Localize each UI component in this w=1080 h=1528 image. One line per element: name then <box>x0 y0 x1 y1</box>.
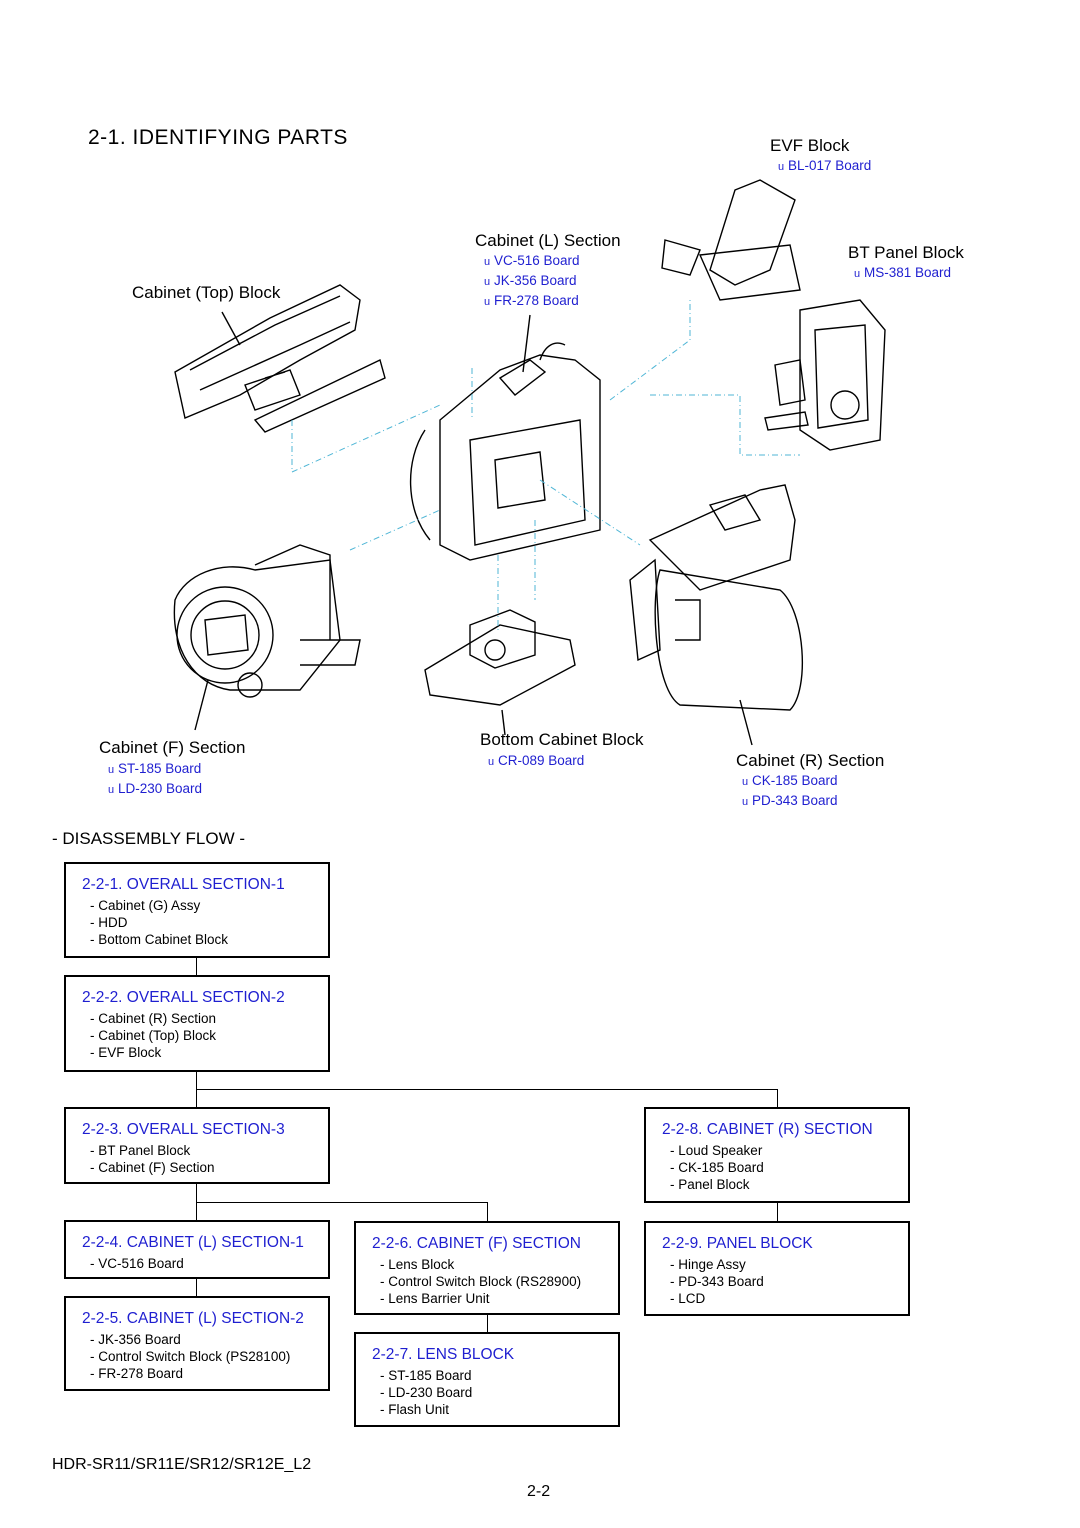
board-marker-icon: u <box>742 796 749 808</box>
flow-box-item: - VC-516 Board <box>90 1256 184 1271</box>
cabinet-r-part <box>648 484 796 591</box>
flow-box-item: - PD-343 Board <box>670 1274 764 1289</box>
cabinet-l-section-label: Cabinet (L) Section <box>475 231 621 250</box>
flow-box-item: - Flash Unit <box>380 1402 450 1417</box>
flow-box-item: - Cabinet (R) Section <box>90 1011 217 1026</box>
page-title: 2-1. IDENTIFYING PARTS <box>88 126 348 149</box>
bottom-cabinet-part <box>424 624 576 706</box>
cabinet-top-part <box>174 284 361 419</box>
board-marker-icon: u <box>742 776 749 788</box>
flow-box-item: - Panel Block <box>670 1177 750 1192</box>
flow-connector <box>487 1202 488 1221</box>
cabinet-top-block-label: Cabinet (Top) Block <box>132 283 281 302</box>
flow-box-overall-section-1[interactable]: 2-2-1. OVERALL SECTION-1 - Cabinet (G) A… <box>64 862 330 958</box>
bottom-cabinet-block-label: Bottom Cabinet Block <box>480 730 644 749</box>
flow-box-overall-section-3[interactable]: 2-2-3. OVERALL SECTION-3 - BT Panel Bloc… <box>64 1107 330 1184</box>
board-marker-icon: u <box>484 296 491 308</box>
cabinet-l-part <box>439 354 601 561</box>
evf-part <box>709 179 796 286</box>
flow-box-item: - Loud Speaker <box>670 1143 763 1158</box>
flow-box-title[interactable]: 2-2-4. CABINET (L) SECTION-1 <box>82 1234 304 1251</box>
board-marker-icon: u <box>108 784 115 796</box>
board-marker-icon: u <box>484 276 491 288</box>
flow-box-title[interactable]: 2-2-1. OVERALL SECTION-1 <box>82 876 285 893</box>
board-marker-icon: u <box>778 161 785 173</box>
exploded-view-illustration <box>173 179 886 746</box>
flow-box-item: - Lens Barrier Unit <box>380 1291 490 1306</box>
flow-box-cabinet-f-section[interactable]: 2-2-6. CABINET (F) SECTION - Lens Block … <box>354 1221 620 1315</box>
evf-block-label: EVF Block <box>770 136 850 155</box>
lcd-panel-part <box>654 569 804 711</box>
flow-connector <box>196 958 197 975</box>
flow-box-item: - ST-185 Board <box>380 1368 472 1383</box>
flow-connector <box>487 1315 488 1332</box>
flow-box-item: - Control Switch Block (PS28100) <box>90 1349 291 1364</box>
flow-box-item: - FR-278 Board <box>90 1366 184 1381</box>
bt-panel-block-label: BT Panel Block <box>848 243 964 262</box>
flow-box-lens-block[interactable]: 2-2-7. LENS BLOCK - ST-185 Board - LD-23… <box>354 1332 620 1427</box>
flow-box-item: - JK-356 Board <box>90 1332 181 1347</box>
board-marker-icon: u <box>484 256 491 268</box>
flow-box-title[interactable]: 2-2-2. OVERALL SECTION-2 <box>82 989 285 1006</box>
page-number: 2-2 <box>527 1483 551 1500</box>
flow-box-item: - Bottom Cabinet Block <box>90 932 229 947</box>
flow-connector <box>196 1202 488 1203</box>
flow-box-cabinet-r-section[interactable]: 2-2-8. CABINET (R) SECTION - Loud Speake… <box>644 1107 910 1203</box>
flow-box-item: - LD-230 Board <box>380 1385 473 1400</box>
flow-box-overall-section-2[interactable]: 2-2-2. OVERALL SECTION-2 - Cabinet (R) S… <box>64 975 330 1072</box>
flow-connector <box>777 1089 778 1107</box>
flow-box-item: - CK-185 Board <box>670 1160 764 1175</box>
flow-box-item: - Hinge Assy <box>670 1257 746 1272</box>
flow-box-item: - Cabinet (Top) Block <box>90 1028 217 1043</box>
flow-box-item: - Cabinet (G) Assy <box>90 898 201 913</box>
board-marker-icon: u <box>108 764 115 776</box>
flow-box-item: - EVF Block <box>90 1045 162 1060</box>
cabinet-f-section-label: Cabinet (F) Section <box>99 738 246 757</box>
flow-connector <box>196 1089 778 1090</box>
footer-model-name: HDR-SR11/SR11E/SR12/SR12E_L2 <box>52 1456 312 1473</box>
flow-box-title[interactable]: 2-2-3. OVERALL SECTION-3 <box>82 1121 285 1138</box>
flow-box-title[interactable]: 2-2-6. CABINET (F) SECTION <box>372 1235 581 1252</box>
flow-box-title[interactable]: 2-2-5. CABINET (L) SECTION-2 <box>82 1310 304 1327</box>
cabinet-r-section-label: Cabinet (R) Section <box>736 751 885 770</box>
flow-box-title[interactable]: 2-2-8. CABINET (R) SECTION <box>662 1121 873 1138</box>
flow-box-cabinet-l-section-1[interactable]: 2-2-4. CABINET (L) SECTION-1 - VC-516 Bo… <box>64 1220 330 1279</box>
flow-box-item: - HDD <box>90 915 128 930</box>
flow-box-item: - LCD <box>670 1291 706 1306</box>
flow-box-title[interactable]: 2-2-9. PANEL BLOCK <box>662 1235 813 1252</box>
flow-box-item: - Cabinet (F) Section <box>90 1160 215 1175</box>
disassembly-flow-heading: - DISASSEMBLY FLOW - <box>52 829 246 848</box>
flow-box-item: - Lens Block <box>380 1257 455 1272</box>
flow-connector <box>196 1279 197 1296</box>
flow-connector <box>777 1203 778 1221</box>
flow-box-title[interactable]: 2-2-7. LENS BLOCK <box>372 1346 515 1363</box>
flow-box-cabinet-l-section-2[interactable]: 2-2-5. CABINET (L) SECTION-2 - JK-356 Bo… <box>64 1296 330 1391</box>
flow-box-panel-block[interactable]: 2-2-9. PANEL BLOCK - Hinge Assy - PD-343… <box>644 1221 910 1316</box>
bt-panel-part <box>799 299 886 451</box>
flow-box-item: - BT Panel Block <box>90 1143 191 1158</box>
flow-box-item: - Control Switch Block (RS28900) <box>380 1274 582 1289</box>
board-marker-icon: u <box>488 756 495 768</box>
board-marker-icon: u <box>854 268 861 280</box>
